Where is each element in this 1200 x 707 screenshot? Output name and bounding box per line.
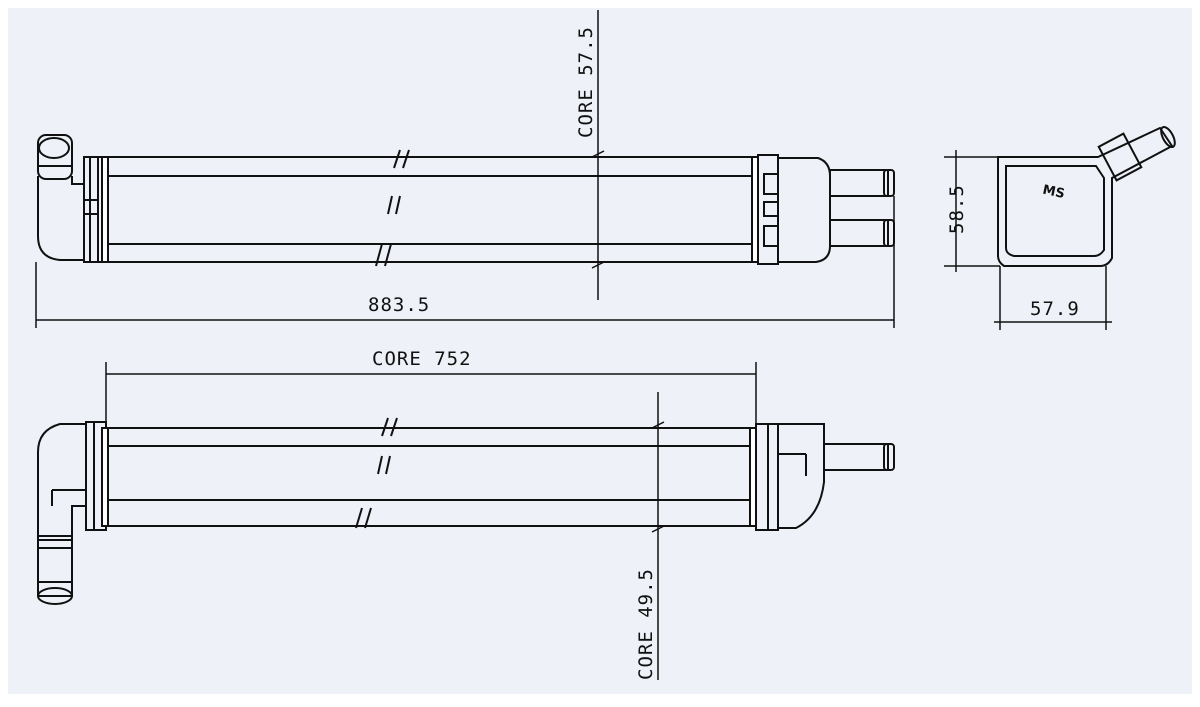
- side-height-label: 58.5: [946, 184, 968, 234]
- right-tank-bottom: [755, 423, 895, 531]
- side-height-dimension: [944, 150, 1000, 272]
- side-profile: [997, 126, 1176, 267]
- core-height-bottom-dimension: [651, 392, 665, 680]
- top-view: CORE 57.5 883.5: [35, 10, 895, 328]
- break-marks-top: [375, 149, 410, 267]
- break-marks-bottom: [355, 417, 398, 529]
- side-width-dimension: [994, 266, 1112, 330]
- bottom-view: CORE 752: [37, 348, 895, 680]
- side-width-label: 57.9: [1030, 298, 1080, 320]
- overall-length-dimension: [35, 196, 895, 328]
- overall-length-label: 883.5: [368, 294, 430, 316]
- core-top: [101, 156, 759, 263]
- right-tank-top: [757, 154, 895, 265]
- drawing-sheet: [8, 8, 1192, 694]
- core-length-label: CORE 752: [372, 348, 472, 370]
- core-height-top-dimension: [591, 10, 605, 300]
- core-height-bottom-label: CORE 49.5: [635, 568, 657, 680]
- side-view: MS 58.5 57.9: [944, 126, 1176, 330]
- core-height-top-label: CORE 57.5: [575, 26, 597, 138]
- manufacturer-stamp: MS: [1041, 183, 1066, 202]
- core-length-dimension: [105, 362, 757, 430]
